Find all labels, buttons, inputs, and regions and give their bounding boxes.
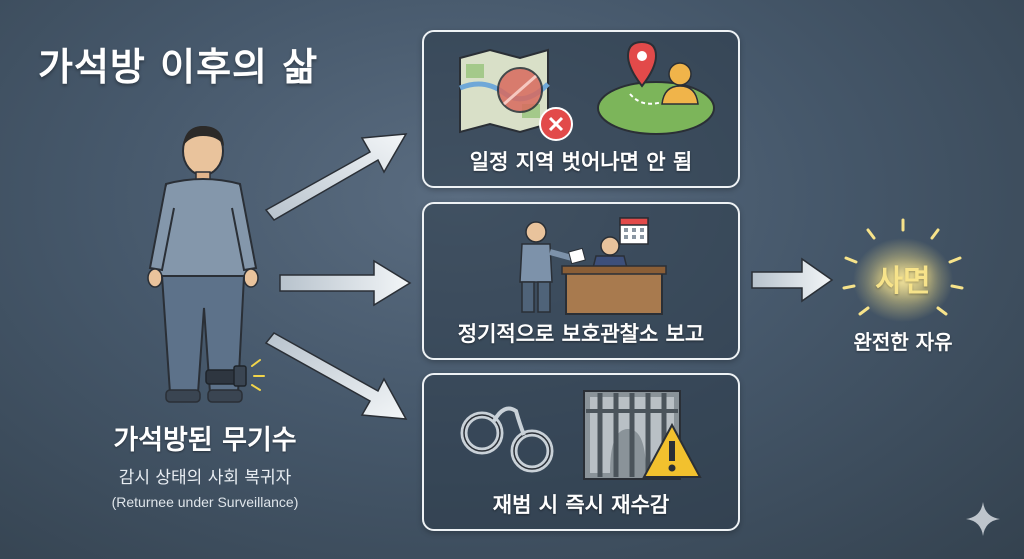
condition-card-area-restriction: 일정 지역 벗어나면 안 됨 — [422, 30, 740, 188]
probation-report-icon — [519, 217, 667, 315]
pardon-sublabel: 완전한 자유 — [853, 330, 953, 354]
condition-label: 일정 지역 벗어나면 안 됨 — [469, 150, 693, 174]
person-subtitle-en: (Returnee under Surveillance) — [111, 494, 299, 510]
page-title: 가석방 이후의 삶 — [38, 45, 319, 89]
condition-label: 재범 시 즉시 재수감 — [492, 493, 670, 517]
person-title: 가석방된 무기수 — [113, 425, 297, 456]
condition-card-probation-report: 정기적으로 보호관찰소 보고 — [422, 202, 740, 360]
parolee-figure-icon — [147, 126, 265, 403]
sparkle-icon — [966, 502, 1000, 536]
person-caption: 가석방된 무기수 감시 상태의 사회 복귀자 (Returnee under S… — [60, 418, 350, 510]
handcuffs-jail-icon — [460, 390, 702, 480]
arrow-right-icon — [279, 259, 412, 307]
arrow-up-right-icon — [264, 133, 408, 221]
person-subtitle: 감시 상태의 사회 복귀자 — [118, 468, 292, 488]
map-restricted-icon — [459, 40, 715, 141]
pardon-glow-icon — [842, 218, 964, 322]
condition-card-reincarceration: 재범 시 즉시 재수감 — [422, 373, 740, 531]
arrow-down-right-icon — [264, 332, 408, 420]
pardon-label: 사면 — [875, 264, 931, 299]
arrow-right-icon — [751, 257, 834, 303]
condition-label: 정기적으로 보호관찰소 보고 — [457, 322, 705, 346]
